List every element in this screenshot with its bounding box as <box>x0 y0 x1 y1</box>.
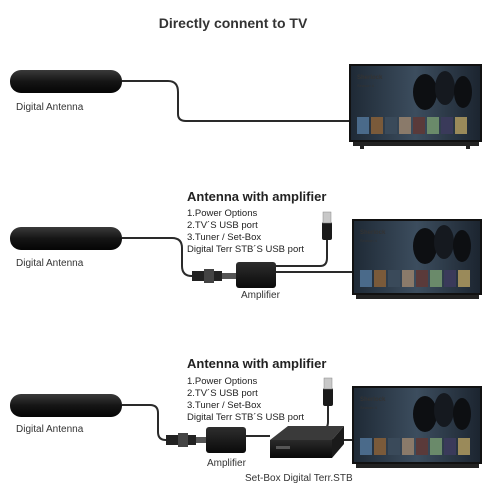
section-amplifier: Antenna with amplifier 1.Power Options 2… <box>10 189 482 301</box>
usb-plug-icon <box>323 377 333 406</box>
section-heading: Antenna with amplifier <box>187 189 326 204</box>
tv-show-title: Sherlock <box>360 397 386 403</box>
amplifier-label: Amplifier <box>207 458 247 469</box>
tv-icon <box>349 64 482 149</box>
section-heading: Antenna with amplifier <box>187 356 326 371</box>
set-top-box-icon <box>270 426 344 458</box>
amplifier-icon <box>236 262 276 288</box>
tv-show-title: Sherlock <box>360 230 386 236</box>
antenna-icon <box>10 394 122 417</box>
page-title: Directly connent to TV <box>159 15 308 31</box>
tv-icon <box>352 219 482 299</box>
coax-cable <box>122 80 355 122</box>
option-2: 2.TV´S USB port <box>187 388 258 399</box>
antenna-label: Digital Antenna <box>16 258 84 269</box>
tv-icon <box>352 386 482 468</box>
coax-cable <box>122 404 167 441</box>
tv-show-title: Sherlock <box>357 75 383 81</box>
antenna-icon <box>10 227 122 250</box>
antenna-label: Digital Antenna <box>16 424 84 435</box>
option-3: 3.Tuner / Set-Box <box>187 400 261 411</box>
amplifier-label: Amplifier <box>241 290 281 301</box>
usb-plug-icon <box>322 211 332 240</box>
option-4: Digital Terr STB´S USB port <box>187 244 304 255</box>
section-direct: Digital Antenna Sherlock Season 4 <box>10 64 482 149</box>
section-amplifier-stb: Antenna with amplifier 1.Power Options 2… <box>10 356 482 484</box>
option-1: 1.Power Options <box>187 208 257 219</box>
antenna-label: Digital Antenna <box>16 102 84 113</box>
coax-cable <box>122 237 193 277</box>
tv-show-subtitle: Season 4 <box>360 238 378 243</box>
antenna-icon <box>10 70 122 93</box>
usb-cable <box>276 238 328 267</box>
option-2: 2.TV´S USB port <box>187 220 258 231</box>
tv-show-subtitle: Season 4 <box>357 83 375 88</box>
amplifier-icon <box>206 427 246 453</box>
f-connector-icon <box>166 433 206 447</box>
f-connector-icon <box>192 269 236 283</box>
option-3: 3.Tuner / Set-Box <box>187 232 261 243</box>
stb-label: Set-Box Digital Terr.STB <box>245 473 353 484</box>
tv-show-subtitle: Season 4 <box>360 405 378 410</box>
option-1: 1.Power Options <box>187 376 257 387</box>
option-4: Digital Terr STB´S USB port <box>187 412 304 423</box>
